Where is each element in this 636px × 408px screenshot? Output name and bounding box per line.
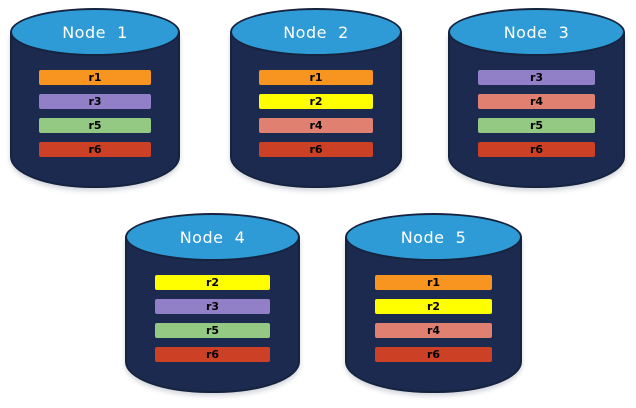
replica-bar-r5[interactable]: r5 xyxy=(38,118,152,133)
replica-list: r3 r4 r5 r6 xyxy=(448,70,625,157)
replica-list: r1 r2 r4 r6 xyxy=(230,70,402,157)
replica-bar-r1[interactable]: r1 xyxy=(38,70,152,85)
node-top-ellipse xyxy=(10,8,180,56)
replica-bar-r6[interactable]: r6 xyxy=(154,347,271,362)
node-title: Node 4 xyxy=(179,227,246,247)
replica-list: r1 r2 r4 r6 xyxy=(345,275,522,362)
node-2[interactable]: Node 2 r1 r2 r4 r6 xyxy=(230,8,402,188)
replica-bar-r2[interactable]: r2 xyxy=(375,299,492,314)
node-title: Node 1 xyxy=(62,22,128,42)
replica-bar-r6[interactable]: r6 xyxy=(478,142,595,157)
replica-bar-r3[interactable]: r3 xyxy=(38,94,152,109)
replica-bar-r5[interactable]: r5 xyxy=(154,323,271,338)
node-top-ellipse xyxy=(230,8,402,56)
replica-bar-r1[interactable]: r1 xyxy=(259,70,373,85)
replica-bar-r4[interactable]: r4 xyxy=(375,323,492,338)
node-top-ellipse xyxy=(448,8,625,56)
node-body xyxy=(230,32,402,188)
node-4[interactable]: Node 4 r2 r3 r5 r6 xyxy=(125,213,300,393)
replica-bar-r2[interactable]: r2 xyxy=(259,94,373,109)
replica-bar-r1[interactable]: r1 xyxy=(375,275,492,290)
node-title: Node 3 xyxy=(503,22,570,42)
node-top-ellipse xyxy=(125,213,300,261)
replica-list: r1 r3 r5 r6 xyxy=(10,70,180,157)
node-body xyxy=(125,237,300,393)
replica-bar-r6[interactable]: r6 xyxy=(259,142,373,157)
node-1[interactable]: Node 1 r1 r3 r5 r6 xyxy=(10,8,180,188)
node-top-ellipse xyxy=(345,213,522,261)
replica-bar-r6[interactable]: r6 xyxy=(375,347,492,362)
node-3[interactable]: Node 3 r3 r4 r5 r6 xyxy=(448,8,625,188)
replica-bar-r2[interactable]: r2 xyxy=(154,275,271,290)
node-body xyxy=(448,32,625,188)
replica-bar-r5[interactable]: r5 xyxy=(478,118,595,133)
replica-bar-r3[interactable]: r3 xyxy=(478,70,595,85)
node-title: Node 5 xyxy=(400,227,467,247)
replica-bar-r4[interactable]: r4 xyxy=(478,94,595,109)
replica-bar-r3[interactable]: r3 xyxy=(154,299,271,314)
replica-list: r2 r3 r5 r6 xyxy=(125,275,300,362)
node-5[interactable]: Node 5 r1 r2 r4 r6 xyxy=(345,213,522,393)
replica-bar-r6[interactable]: r6 xyxy=(38,142,152,157)
replica-bar-r4[interactable]: r4 xyxy=(259,118,373,133)
node-title: Node 2 xyxy=(283,22,349,42)
